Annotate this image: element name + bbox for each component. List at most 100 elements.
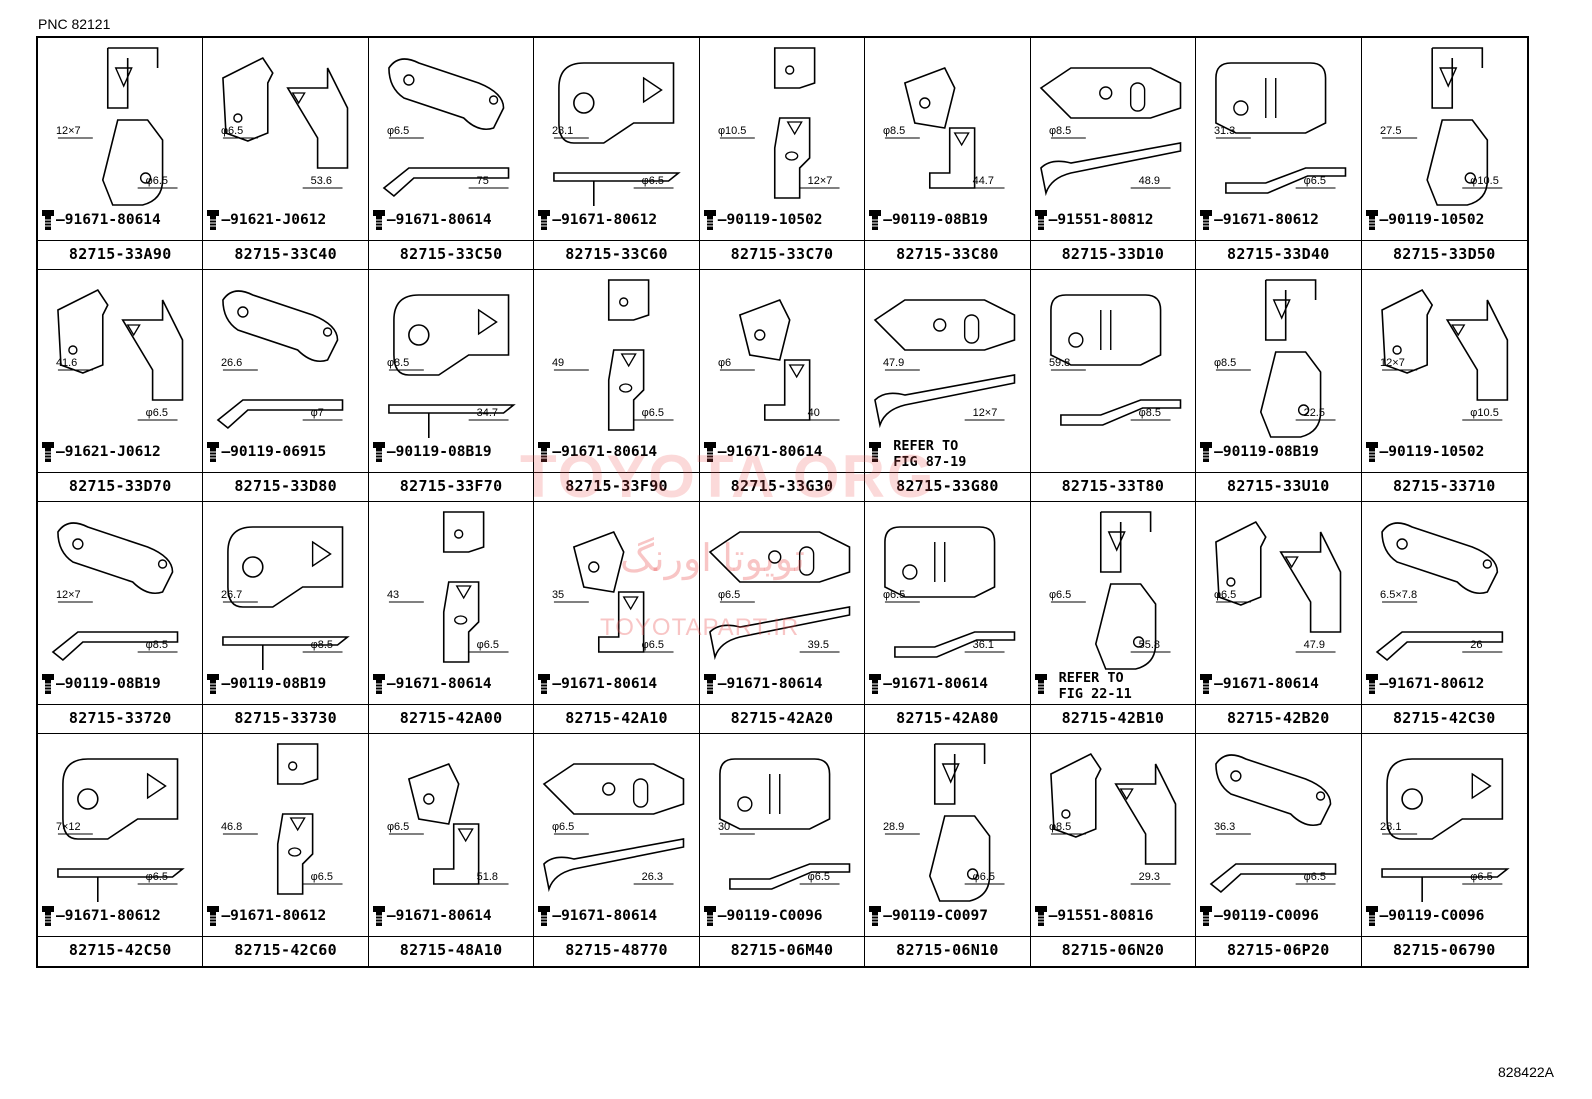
bolt-part-number[interactable]: 91671-80612: [561, 212, 658, 228]
part-number[interactable]: 82715-06790: [1361, 936, 1527, 963]
part-number[interactable]: 82715-42B20: [1196, 704, 1361, 731]
bolt-part-number[interactable]: 90119-C0096: [1222, 908, 1319, 924]
part-number[interactable]: 82715-33710: [1361, 472, 1527, 499]
part-number[interactable]: 82715-06M40: [699, 936, 865, 963]
bolt-part-number[interactable]: 90119-C0096: [726, 908, 823, 924]
bolt-part-number[interactable]: 90119-08B19: [64, 676, 161, 692]
bolt-part-number[interactable]: 90119-10502: [1388, 444, 1485, 460]
part-number[interactable]: 82715-33T80: [1030, 472, 1196, 499]
bolt-part-number[interactable]: 90119-C0097: [891, 908, 988, 924]
bolt-part-number[interactable]: 91621-J0612: [64, 444, 161, 460]
bolt-part-number[interactable]: 91671-80612: [64, 908, 161, 924]
part-number[interactable]: 82715-33C80: [865, 240, 1030, 267]
bolt-part-number[interactable]: 90119-08B19: [891, 212, 988, 228]
bolt-part-number[interactable]: 90119-08B19: [230, 676, 327, 692]
bolt-part-number[interactable]: 91671-80614: [1222, 676, 1319, 692]
bolt-part-number[interactable]: 90119-10502: [726, 212, 823, 228]
part-number[interactable]: 82715-33G80: [865, 472, 1030, 499]
part-number[interactable]: 82715-42C30: [1361, 704, 1527, 731]
part-number[interactable]: 82715-33F90: [534, 472, 699, 499]
part-number[interactable]: 82715-33D80: [203, 472, 368, 499]
bolt-part-number[interactable]: 90119-08B19: [395, 444, 492, 460]
part-number[interactable]: 82715-33A90: [38, 240, 203, 267]
bolt-part-number[interactable]: 91671-80614: [395, 908, 492, 924]
part-number[interactable]: 82715-42A00: [368, 704, 534, 731]
part-number[interactable]: 82715-06N10: [865, 936, 1030, 963]
part-number[interactable]: 82715-33U10: [1196, 472, 1361, 499]
part-number[interactable]: 82715-42A80: [865, 704, 1030, 731]
bolt-part-number[interactable]: 91671-80614: [561, 444, 658, 460]
part-number[interactable]: 82715-33D70: [38, 472, 203, 499]
part-number[interactable]: 82715-42A20: [699, 704, 865, 731]
part-number[interactable]: 82715-33D40: [1196, 240, 1361, 267]
part-number[interactable]: 82715-48A10: [368, 936, 534, 963]
bolt-part-number[interactable]: 91671-80614: [561, 908, 658, 924]
part-number[interactable]: 82715-42C50: [38, 936, 203, 963]
part-number[interactable]: 82715-33D10: [1030, 240, 1196, 267]
part-number[interactable]: 82715-33F70: [368, 472, 534, 499]
bolt-part-number[interactable]: 91671-80614: [395, 212, 492, 228]
bolt-part-number[interactable]: 91621-J0612: [230, 212, 327, 228]
part-number[interactable]: 82715-42A10: [534, 704, 699, 731]
bolt-part-number[interactable]: 90119-10502: [1388, 212, 1485, 228]
bolt-part-number[interactable]: 91551-80812: [1057, 212, 1154, 228]
part-number[interactable]: 82715-33720: [38, 704, 203, 731]
bolt-part-number[interactable]: 90119-C0096: [1388, 908, 1485, 924]
bolt-part-number[interactable]: 91551-80816: [1057, 908, 1154, 924]
part-number[interactable]: 82715-33C60: [534, 240, 699, 267]
part-cell[interactable]: 59.8 φ8.5 82715-33T80: [1030, 270, 1197, 502]
bolt-part-number[interactable]: 91671-80614: [561, 676, 658, 692]
bolt-part-number[interactable]: 91671-80612: [1222, 212, 1319, 228]
bolt-part-number[interactable]: 90119-06915: [230, 444, 327, 460]
bolt-part-number[interactable]: 90119-08B19: [1222, 444, 1319, 460]
part-number[interactable]: 82715-33D50: [1361, 240, 1527, 267]
part-number[interactable]: 82715-33G30: [699, 472, 865, 499]
bolt-part-number[interactable]: 91671-80614: [891, 676, 988, 692]
bolt-part-number[interactable]: 91671-80614: [64, 212, 161, 228]
part-number[interactable]: 82715-48770: [534, 936, 699, 963]
bolt-part-number[interactable]: 91671-80614: [395, 676, 492, 692]
part-number[interactable]: 82715-33730: [203, 704, 368, 731]
part-number[interactable]: 82715-06P20: [1196, 936, 1361, 963]
part-number[interactable]: 82715-42B10: [1030, 704, 1196, 731]
part-number[interactable]: 82715-33C70: [699, 240, 865, 267]
part-number[interactable]: 82715-06N20: [1030, 936, 1196, 963]
part-number[interactable]: 82715-33C40: [203, 240, 368, 267]
bolt-part-number[interactable]: 91671-80612: [1388, 676, 1485, 692]
part-number[interactable]: 82715-42C60: [203, 936, 368, 963]
bolt-part-number[interactable]: 91671-80614: [726, 676, 823, 692]
part-number[interactable]: 82715-33C50: [368, 240, 534, 267]
